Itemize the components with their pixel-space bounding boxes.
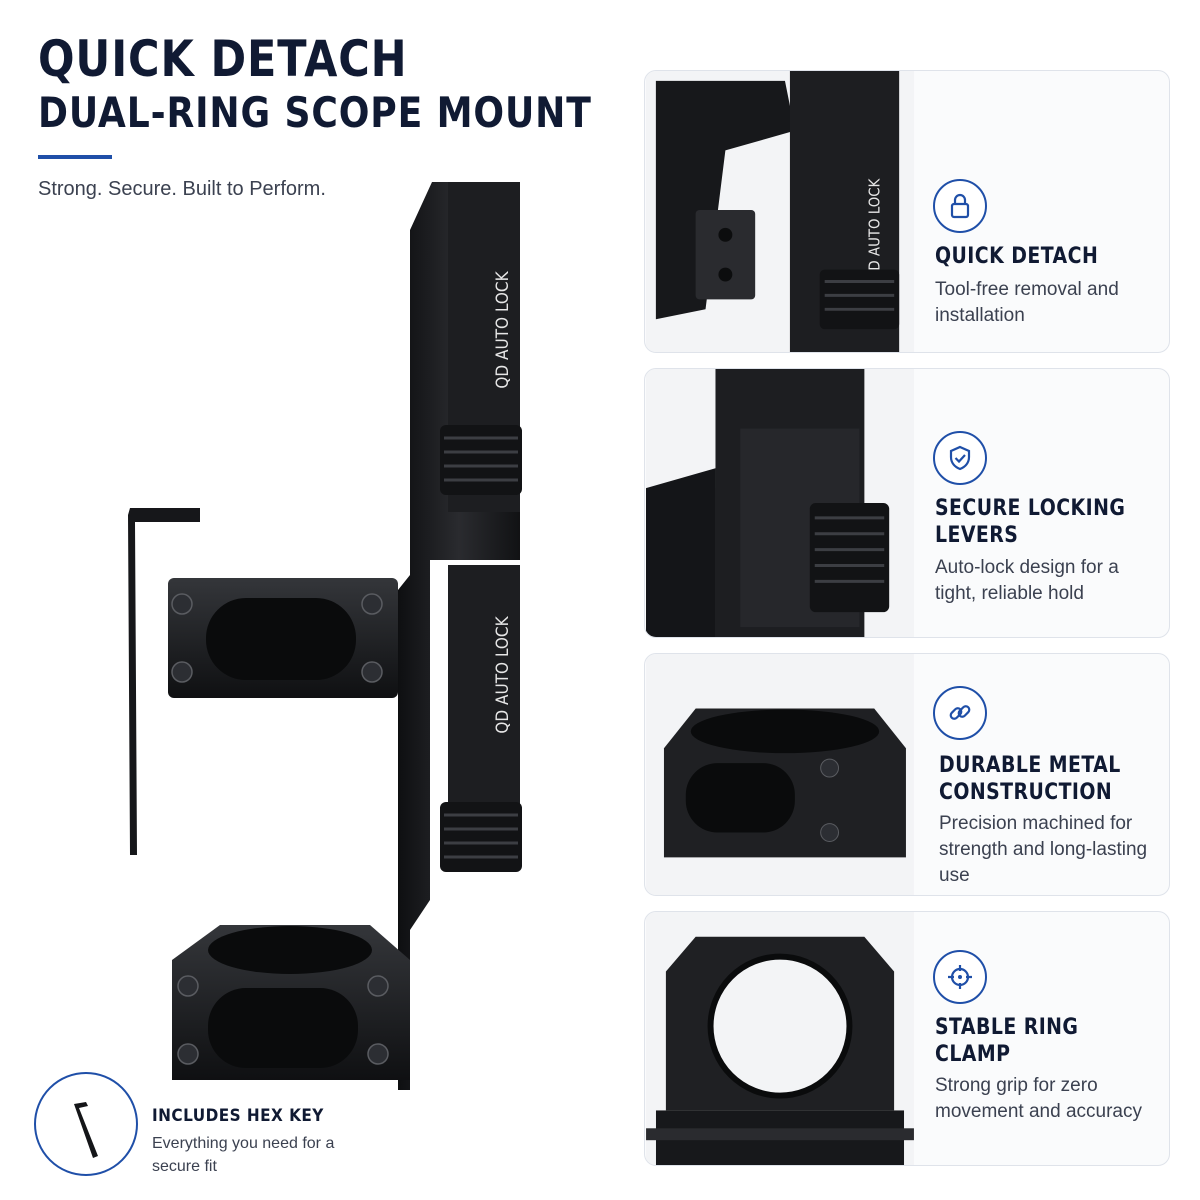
feature-card-durable-metal: DURABLE METAL CONSTRUCTION Precision mac… bbox=[644, 653, 1170, 896]
page-subtitle: DUAL-RING SCOPE MOUNT bbox=[38, 88, 592, 137]
feature-icon-badge bbox=[933, 686, 987, 740]
engraving-top: QD AUTO LOCK bbox=[493, 270, 513, 388]
title-underline bbox=[38, 155, 112, 159]
feature-card-secure-locking: SECURE LOCKING LEVERS Auto-lock design f… bbox=[644, 368, 1170, 638]
hex-key-icon bbox=[74, 1102, 98, 1158]
engraving-middle: QD AUTO LOCK bbox=[493, 615, 513, 733]
feature-photo-locking-levers bbox=[646, 369, 914, 637]
feature-photo-ring-front bbox=[646, 912, 914, 1165]
feature-description: Strong grip for zero movement and accura… bbox=[935, 1075, 1142, 1122]
crosshair-icon bbox=[948, 965, 972, 989]
hex-key-wrench bbox=[128, 508, 200, 855]
feature-icon-badge bbox=[933, 431, 987, 485]
title-block: QUICK DETACH DUAL-RING SCOPE MOUNT bbox=[38, 30, 598, 138]
feature-description: Precision machined for strength and long… bbox=[939, 813, 1148, 886]
hex-key-description: Everything you need for a secure fit bbox=[152, 1135, 335, 1175]
lock-icon bbox=[950, 193, 970, 219]
feature-card-stable-ring: STABLE RING CLAMP Strong grip for zero m… bbox=[644, 911, 1170, 1166]
scope-mount-image: QD AUTO LOCK QD AUTO LOCK bbox=[128, 182, 522, 1090]
feature-title: DURABLE METAL CONSTRUCTION bbox=[939, 753, 1121, 805]
feature-photo-ring-side bbox=[646, 654, 914, 895]
feature-title: QUICK DETACH bbox=[935, 244, 1099, 269]
hex-key-badge bbox=[34, 1072, 138, 1176]
feature-title: SECURE LOCKING LEVERS bbox=[935, 496, 1126, 548]
feature-card-quick-detach: QD AUTO LOCK QUICK DETACH Tool-free remo… bbox=[644, 70, 1170, 353]
shield-check-icon bbox=[949, 445, 971, 471]
tagline: Strong. Secure. Built to Perform. bbox=[38, 178, 326, 200]
feature-photo-quick-detach: QD AUTO LOCK bbox=[645, 71, 915, 352]
feature-description: Auto-lock design for a tight, reliable h… bbox=[935, 557, 1119, 604]
engraving-card: QD AUTO LOCK bbox=[865, 177, 883, 281]
feature-description: Tool-free removal and installation bbox=[935, 279, 1119, 326]
feature-icon-badge bbox=[933, 950, 987, 1004]
feature-title: STABLE RING CLAMP bbox=[935, 1015, 1079, 1067]
link-icon bbox=[949, 705, 971, 720]
hex-key-title: INCLUDES HEX KEY bbox=[152, 1106, 324, 1126]
page-title: QUICK DETACH bbox=[38, 30, 408, 88]
feature-icon-badge bbox=[933, 179, 987, 233]
